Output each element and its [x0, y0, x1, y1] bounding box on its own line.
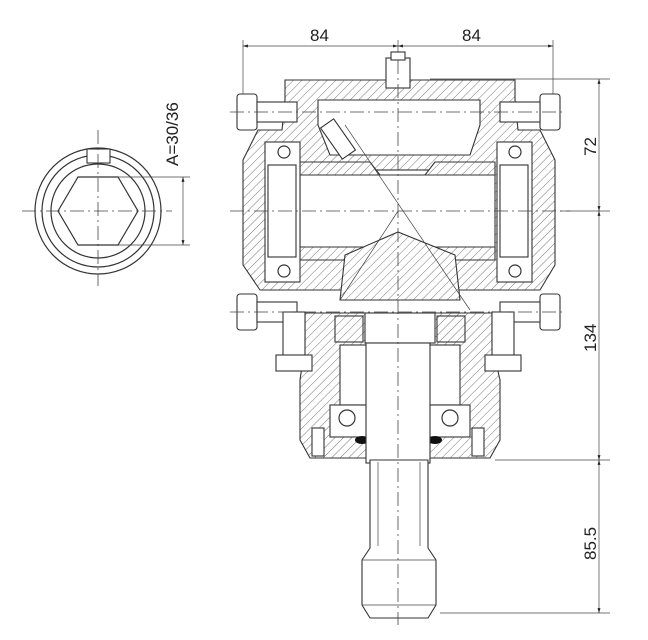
- shaft-end-view: A=30/36: [22, 102, 190, 286]
- dimension-lines: 84 84 72 134 85.5: [242, 26, 610, 614]
- dim-72: 72: [581, 137, 600, 156]
- dim-85-5: 85.5: [581, 527, 600, 560]
- dim-84-left: 84: [310, 26, 329, 45]
- gearbox-housing: [230, 51, 570, 625]
- dim-134: 134: [581, 324, 600, 352]
- dim-84-right: 84: [462, 26, 481, 45]
- shaft-size-label: A=30/36: [163, 102, 182, 166]
